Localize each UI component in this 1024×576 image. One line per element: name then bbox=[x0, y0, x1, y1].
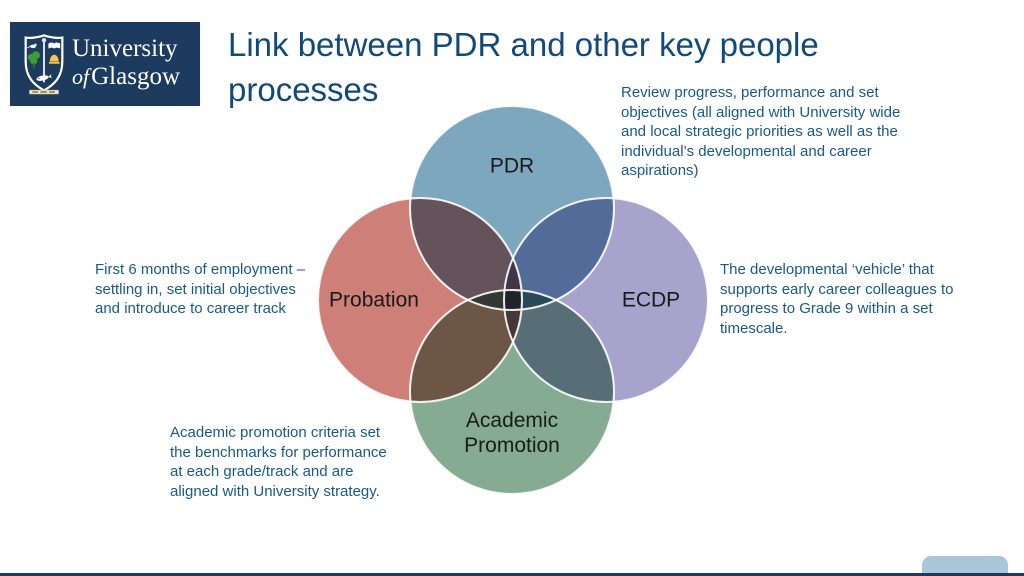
footer-accent-pill bbox=[922, 556, 1008, 573]
ecdp-annotation: The developmental ‘vehicle’ that support… bbox=[720, 261, 954, 337]
footer-bar bbox=[0, 573, 1024, 576]
university-logo: University ofGlasgow bbox=[10, 22, 200, 106]
logo-of: of bbox=[72, 64, 90, 89]
pdr-label: PDR bbox=[489, 154, 535, 178]
probation-label: Probation bbox=[329, 288, 419, 312]
academic-promotion-label: Academic Promotion bbox=[464, 409, 560, 457]
logo-glasgow: Glasgow bbox=[91, 63, 181, 90]
university-crest-icon bbox=[24, 34, 64, 95]
logo-line-university: University bbox=[72, 35, 178, 62]
pdr-annotation: Review progress, performance and set obj… bbox=[621, 84, 901, 179]
probation-annotation: First 6 months of employment – settling … bbox=[95, 261, 306, 317]
logo-line-of-glasgow: ofGlasgow bbox=[72, 63, 180, 91]
ecdp-label: ECDP bbox=[621, 288, 681, 312]
venn-circle-fills bbox=[318, 106, 708, 494]
slide-title: Link between PDR and other key people pr… bbox=[228, 26, 819, 108]
venn-circle-outlines bbox=[317, 105, 709, 495]
academic-promotion-annotation: Academic promotion criteria set the benc… bbox=[170, 424, 387, 500]
university-logo-text: University ofGlasgow bbox=[72, 35, 180, 91]
academic-promotion-circle bbox=[410, 290, 614, 494]
